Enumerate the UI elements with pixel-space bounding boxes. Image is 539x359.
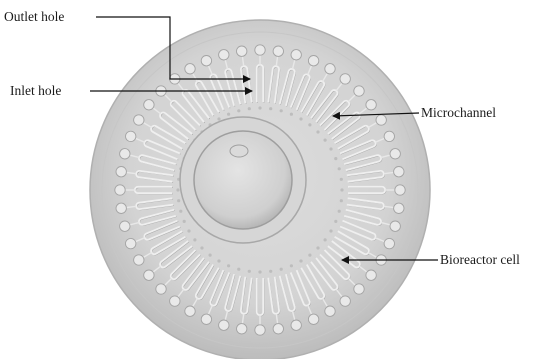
inlet-port [193,238,196,241]
inlet-hole-label: Inlet hole [10,83,61,98]
bioreactor-chamber [394,203,404,213]
inlet-port [316,130,319,133]
bioreactor-chamber [237,46,247,56]
bioreactor-chamber [201,56,211,66]
inlet-port [227,264,230,267]
bioreactor-chamber [291,320,301,330]
inlet-port [248,270,251,273]
bioreactor-chamber [390,221,400,231]
inlet-port [334,220,337,223]
bioreactor-chamber [291,50,301,60]
inlet-port [329,147,332,150]
bioreactor-chamber [185,64,195,74]
inlet-port [237,109,240,112]
inlet-port [209,254,212,257]
bioreactor-chamber [390,149,400,159]
inlet-port [329,229,332,232]
bioreactor-chamber [384,131,394,141]
inlet-port [258,106,261,109]
bioreactor-chamber [116,203,126,213]
bioreactor-chamber [144,100,154,110]
inlet-port [324,238,327,241]
inlet-port [258,270,261,273]
bioreactor-chamber [340,296,350,306]
bioreactor-chamber [201,314,211,324]
inlet-port [217,259,220,262]
bioreactor-cell-label: Bioreactor cell [440,252,520,267]
inlet-port [177,199,180,202]
bioreactor-chamber [325,306,335,316]
inlet-port [217,117,220,120]
bioreactor-chamber [325,64,335,74]
microchannel-label: Microchannel [421,105,496,120]
bioreactor-chamber [156,284,166,294]
inlet-port [200,246,203,249]
inlet-port [316,246,319,249]
bioreactor-chamber [340,74,350,84]
bioreactor-chamber [354,86,364,96]
bioreactor-chamber [120,221,130,231]
bioreactor-chamber [185,306,195,316]
central-reservoir-port [230,145,248,157]
bioreactor-chamber [255,325,265,335]
bioreactor-chamber [366,270,376,280]
inlet-port [280,268,283,271]
inlet-port [176,188,179,191]
bioreactor-chamber [384,238,394,248]
bioreactor-chamber [376,115,386,125]
inlet-port [340,199,343,202]
inlet-port [227,113,230,116]
inlet-port [340,188,343,191]
bioreactor-chamber [273,324,283,334]
bioreactor-chamber [395,185,405,195]
inlet-port [248,107,251,110]
bioreactor-chamber [255,45,265,55]
bioreactor-chamber [126,131,136,141]
bioreactor-chamber [308,314,318,324]
inlet-port [340,178,343,181]
bioreactor-chamber [115,185,125,195]
inlet-port [187,229,190,232]
inlet-port [269,107,272,110]
inlet-port [237,268,240,271]
inlet-port [308,254,311,257]
inlet-port [299,259,302,262]
bioreactor-chamber [237,324,247,334]
bioreactor-chamber [354,284,364,294]
inlet-port [290,113,293,116]
bioreactor-chamber [134,255,144,265]
bioreactor-chamber [394,167,404,177]
inlet-port [179,210,182,213]
bioreactor-chamber [308,56,318,66]
bioreactor-chamber [170,296,180,306]
bioreactor-chamber [144,270,154,280]
inlet-port [324,139,327,142]
bioreactor-chamber [219,320,229,330]
inlet-port [269,270,272,273]
inlet-port [338,210,341,213]
inlet-port [299,117,302,120]
outlet-hole-label: Outlet hole [4,9,64,24]
bioreactor-chamber [273,46,283,56]
bioreactor-chamber [126,238,136,248]
inlet-port [280,109,283,112]
bioreactor-chamber [116,167,126,177]
bioreactor-chamber [120,149,130,159]
bioreactor-chamber [366,100,376,110]
bioreactor-chamber [219,50,229,60]
inlet-port [338,167,341,170]
inlet-port [183,220,186,223]
inlet-port [308,123,311,126]
inlet-port [334,157,337,160]
bioreactor-chamber [134,115,144,125]
inlet-port [290,264,293,267]
